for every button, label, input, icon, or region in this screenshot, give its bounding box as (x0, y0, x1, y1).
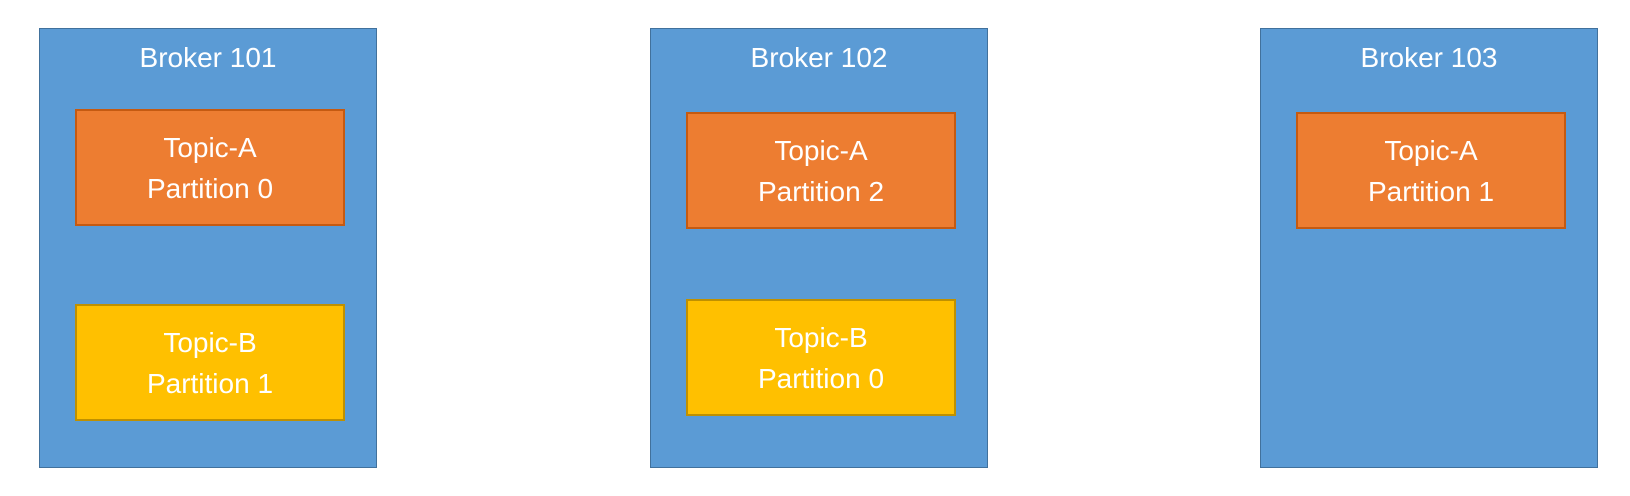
broker-box-103: Broker 103 Topic-A Partition 1 (1260, 28, 1598, 468)
partition-box-topic-b: Topic-B Partition 1 (75, 304, 345, 421)
partition-box-topic-a: Topic-A Partition 1 (1296, 112, 1566, 229)
topic-label: Topic-A (774, 134, 868, 166)
partition-box-topic-a: Topic-A Partition 0 (75, 109, 345, 226)
topic-label: Topic-A (1384, 134, 1478, 166)
broker-title: Broker 101 (139, 42, 277, 73)
partition-label: Partition 0 (146, 172, 274, 204)
topic-label: Topic-B (774, 321, 868, 353)
partition-box-topic-a: Topic-A Partition 2 (686, 112, 956, 229)
partition-label: Partition 0 (757, 362, 885, 394)
broker-box-101: Broker 101 Topic-A Partition 0 Topic-B P… (39, 28, 377, 468)
broker-title: Broker 102 (750, 42, 888, 73)
topic-label: Topic-B (163, 326, 257, 358)
broker-title: Broker 103 (1360, 42, 1498, 73)
broker-box-102: Broker 102 Topic-A Partition 2 Topic-B P… (650, 28, 988, 468)
partition-label: Partition 1 (1367, 175, 1495, 207)
partition-box-topic-b: Topic-B Partition 0 (686, 299, 956, 416)
partition-label: Partition 1 (146, 367, 274, 399)
topic-label: Topic-A (163, 131, 257, 163)
partition-label: Partition 2 (757, 175, 885, 207)
